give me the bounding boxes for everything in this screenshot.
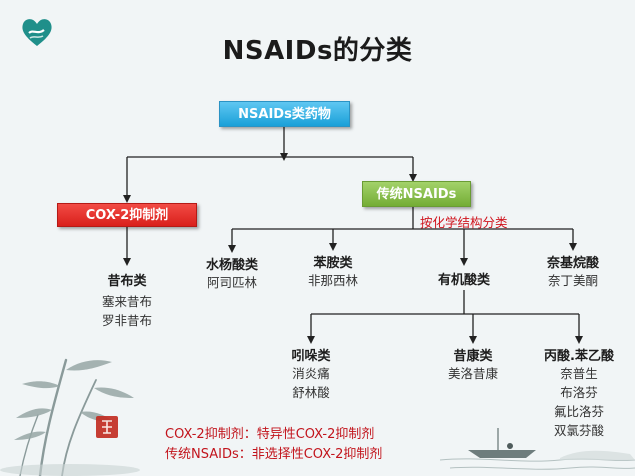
- note-line: 传统NSAIDs：非选择性COX-2抑制剂: [165, 447, 383, 462]
- class-name: 丙酸.苯乙酸: [544, 349, 614, 364]
- class-propionic-phenylacetic: 丙酸.苯乙酸 奈普生 布洛芬 氟比洛芬 双氯芬酸: [529, 345, 629, 440]
- cox2-inhibitor-box: COX-2抑制剂: [57, 203, 197, 227]
- slide-title: NSAIDs的分类: [222, 36, 413, 66]
- drug-name: 氟比洛芬: [553, 404, 604, 419]
- drug-name: 非那西林: [307, 273, 358, 288]
- cox2-class: 昔布类 塞来昔布 罗非昔布: [87, 270, 167, 330]
- class-name: 吲哚类: [291, 349, 331, 364]
- class-name: 水杨酸类: [205, 258, 258, 273]
- bamboo-painting-decoration: [0, 358, 140, 476]
- drug-name: 阿司匹林: [206, 275, 257, 290]
- drug-name: 舒林酸: [292, 385, 330, 400]
- class-name: 有机酸类: [437, 273, 490, 288]
- classify-note: 按化学结构分类: [420, 215, 508, 230]
- class-oxicams: 昔康类 美洛昔康: [433, 345, 513, 383]
- drug-name: 罗非昔布: [101, 313, 152, 328]
- definition-notes: COX-2抑制剂：特异性COX-2抑制剂 传统NSAIDs：非选择性COX-2抑…: [165, 425, 382, 465]
- drug-name: 双氯芬酸: [553, 423, 604, 438]
- heart-logo-icon: [22, 19, 52, 46]
- drug-name: 消炎痛: [292, 366, 330, 381]
- drug-name: 布洛芬: [560, 385, 598, 400]
- class-indoles: 吲哚类 消炎痛 舒林酸: [271, 345, 351, 402]
- drug-name: 奈丁美酮: [547, 273, 598, 288]
- note-line: COX-2抑制剂：特异性COX-2抑制剂: [165, 427, 375, 442]
- class-name: 昔布类: [107, 274, 147, 289]
- class-name: 苯胺类: [313, 256, 353, 271]
- class-name: 昔康类: [453, 349, 493, 364]
- boat-painting-decoration: [440, 428, 635, 470]
- red-seal-stamp: [96, 416, 118, 438]
- class-organic-acids: 有机酸类: [419, 269, 509, 288]
- drug-name: 奈普生: [560, 366, 598, 381]
- drug-name: 美洛昔康: [447, 366, 498, 381]
- class-salicylates: 水杨酸类 阿司匹林: [192, 254, 272, 292]
- class-naphthyl-alkanones: 奈基烷酸 奈丁美酮: [533, 252, 613, 290]
- class-anilines: 苯胺类 非那西林: [293, 252, 373, 290]
- traditional-nsaids-box: 传统NSAIDs: [362, 181, 471, 207]
- drug-name: 塞来昔布: [101, 294, 152, 309]
- class-name: 奈基烷酸: [546, 256, 599, 271]
- root-box: NSAIDs类药物: [219, 101, 350, 127]
